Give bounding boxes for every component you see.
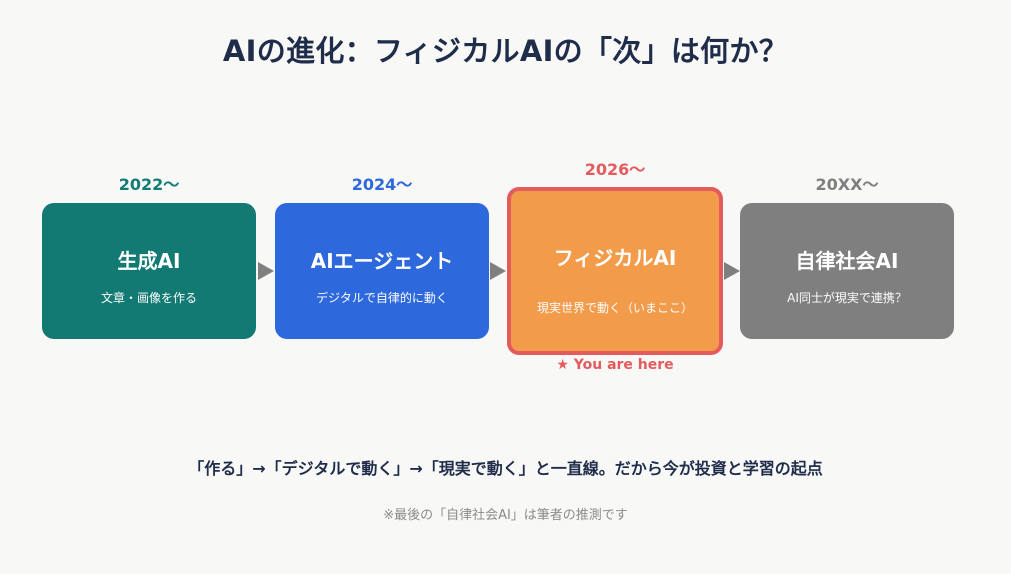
- stage-description: AI同士が現実で連携？: [787, 291, 907, 305]
- stage-title: フィジカルAI: [553, 246, 677, 270]
- arrow-icon: [724, 262, 740, 280]
- stage-card-physical-ai: フィジカルAI 現実世界で動く（いまここ）: [507, 187, 723, 355]
- year-label-generative-ai: 2022〜: [118, 175, 180, 194]
- summary-text: 「作る」→「デジタルで動く」→「現実で動く」と一直線。だから今が投資と学習の起点: [188, 459, 823, 478]
- stage-description: 文章・画像を作る: [100, 291, 197, 305]
- stage-card-generative-ai: 生成AI 文章・画像を作る: [42, 203, 256, 339]
- arrow-icon: [258, 262, 274, 280]
- stage-title: 生成AI: [117, 249, 181, 273]
- stage-description: デジタルで自律的に動く: [316, 291, 448, 305]
- stage-card-ai-agent: AIエージェント デジタルで自律的に動く: [275, 203, 489, 339]
- year-label-autonomous-society-ai: 20XX〜: [815, 175, 879, 194]
- stage-card-autonomous-society-ai: 自律社会AI AI同士が現実で連携？: [740, 203, 954, 339]
- stage-description: 現実世界で動く（いまここ）: [536, 301, 693, 315]
- arrow-icon: [490, 262, 506, 280]
- page-title: AIの進化：フィジカルAIの「次」は何か？: [222, 34, 789, 68]
- current-stage-marker: ★ You are here: [556, 357, 674, 373]
- year-label-ai-agent: 2024〜: [351, 175, 413, 194]
- year-label-physical-ai: 2026〜: [584, 160, 646, 179]
- stage-title: 自律社会AI: [795, 249, 899, 273]
- stage-title: AIエージェント: [310, 249, 454, 273]
- footnote: ※最後の「自律社会AI」は筆者の推測です: [383, 508, 628, 523]
